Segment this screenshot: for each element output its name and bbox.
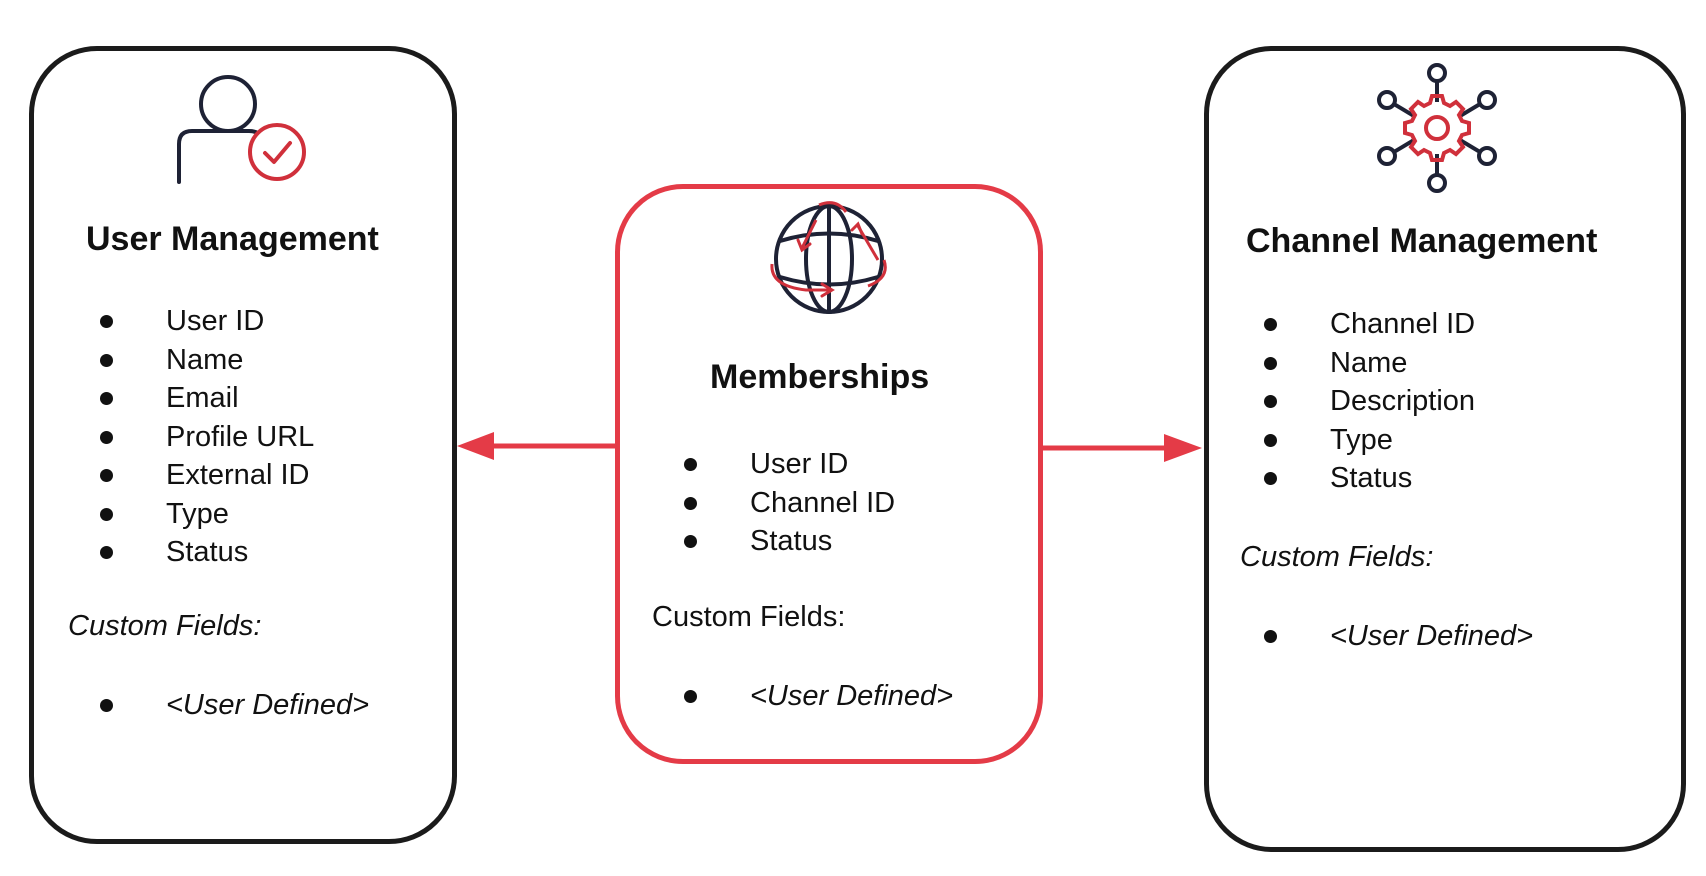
network-gear-icon <box>1377 63 1497 193</box>
bullet <box>1264 318 1277 331</box>
bullet <box>100 430 113 444</box>
bullet <box>100 392 113 405</box>
bullet <box>1264 395 1277 408</box>
bullet <box>684 458 697 471</box>
bullet <box>1264 433 1277 447</box>
bullet <box>684 535 697 548</box>
bullet <box>684 496 697 510</box>
bullet <box>100 699 113 712</box>
user-custom-fields-label: Custom Fields: <box>68 610 262 642</box>
bullet <box>100 315 113 328</box>
user-check-icon <box>177 75 306 184</box>
user-management-card <box>29 46 457 844</box>
bullet <box>100 546 113 559</box>
globe-sync-icon <box>770 201 887 314</box>
channel-management-title: Channel Management <box>1246 222 1598 260</box>
arrow-memberships-to-users <box>457 432 615 460</box>
memberships-title: Memberships <box>710 358 930 396</box>
bullet <box>1264 630 1277 643</box>
bullet <box>100 469 113 482</box>
arrow-memberships-to-channels <box>1043 434 1202 462</box>
bullet <box>1264 472 1277 485</box>
bullet <box>1264 356 1277 370</box>
membership-custom-fields-label: Custom Fields: <box>652 601 846 633</box>
user-management-title: User Management <box>86 220 379 258</box>
bullet <box>100 353 113 367</box>
bullet <box>684 690 697 703</box>
channel-custom-fields-label: Custom Fields: <box>1240 541 1434 573</box>
bullet <box>100 507 113 521</box>
